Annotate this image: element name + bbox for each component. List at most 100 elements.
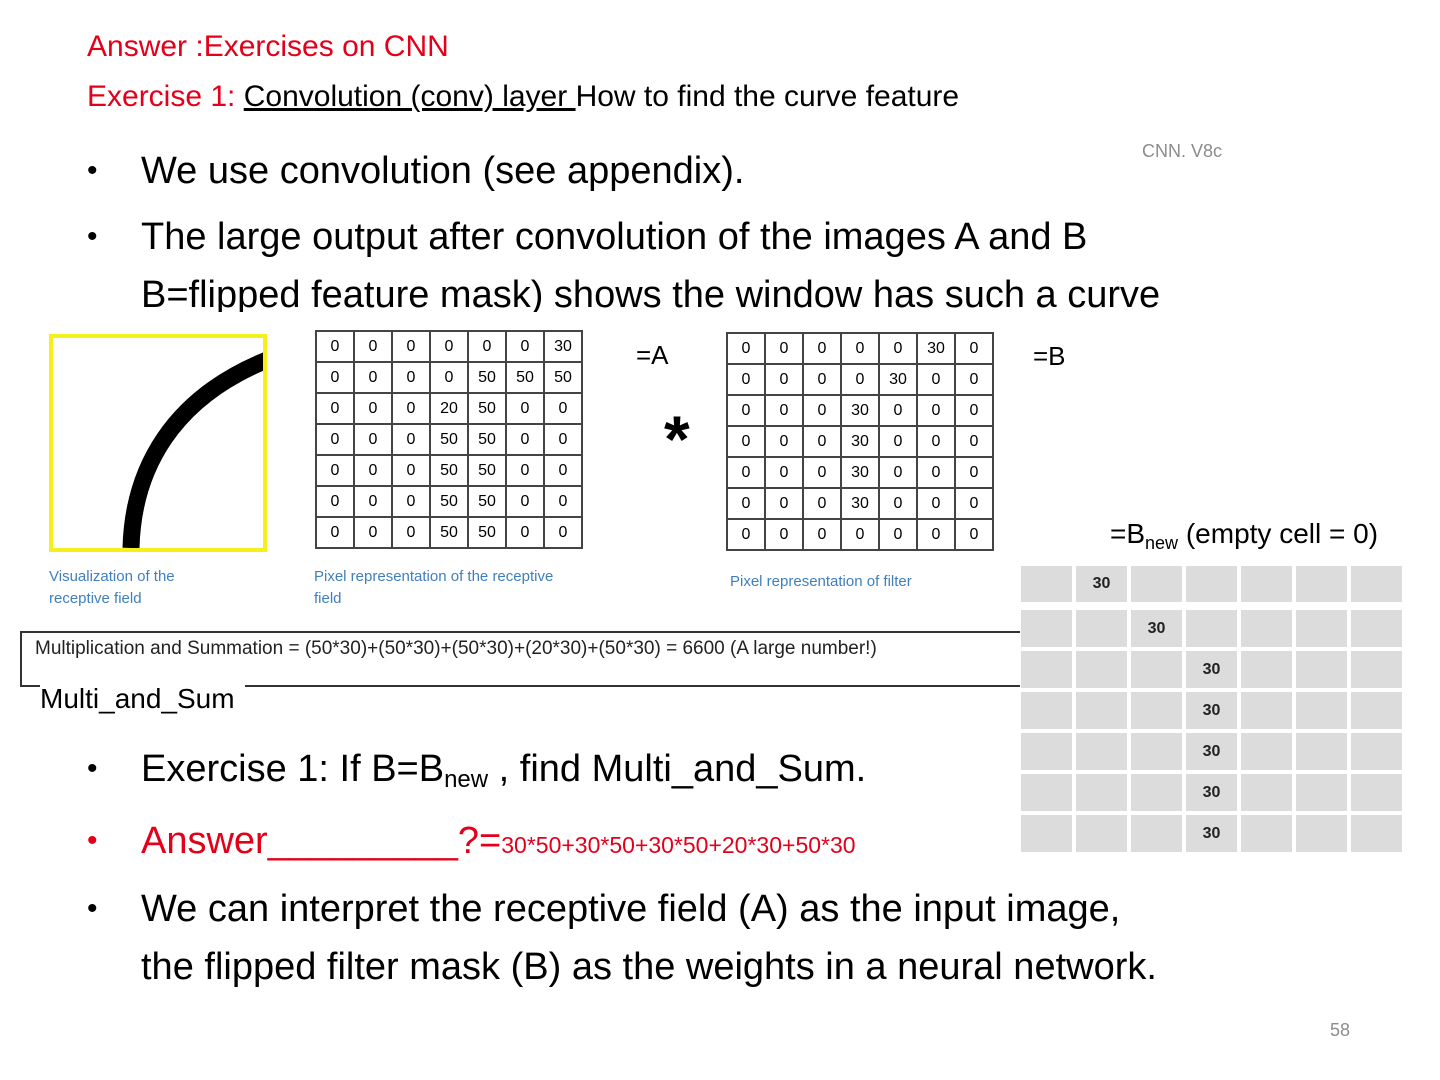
bnew-row: 30 bbox=[1020, 773, 1405, 814]
bnew-cell bbox=[1295, 565, 1350, 605]
matrix-cell: 50 bbox=[467, 454, 507, 487]
bnew-cell bbox=[1130, 691, 1185, 732]
matrix-cell: 50 bbox=[543, 361, 583, 394]
matrix-cell: 0 bbox=[954, 363, 994, 396]
interpret-bullet: • We can interpret the receptive field (… bbox=[87, 880, 1157, 996]
bullet-item-continuation: B=flipped feature mask) shows the window… bbox=[87, 266, 1347, 312]
bnew-cell bbox=[1240, 691, 1295, 732]
matrix-cell: 0 bbox=[391, 485, 431, 518]
matrix-cell: 0 bbox=[391, 361, 431, 394]
matrix-cell: 50 bbox=[505, 361, 545, 394]
matrix-cell: 0 bbox=[543, 485, 583, 518]
bnew-cell bbox=[1240, 814, 1295, 855]
matrix-cell: 50 bbox=[429, 485, 469, 518]
matrix-cell: 0 bbox=[726, 363, 766, 396]
bnew-gap bbox=[1020, 605, 1405, 609]
slide-title: Answer :Exercises on CNN bbox=[87, 30, 449, 63]
matrix-cell: 0 bbox=[353, 330, 393, 363]
matrix-cell: 50 bbox=[467, 423, 507, 456]
matrix-cell: 0 bbox=[726, 425, 766, 458]
matrix-cell: 0 bbox=[353, 516, 393, 549]
matrix-cell: 0 bbox=[764, 332, 804, 365]
matrix-cell: 50 bbox=[467, 392, 507, 425]
matrix-cell: 0 bbox=[916, 487, 956, 520]
bnew-cell bbox=[1130, 773, 1185, 814]
bnew-cell bbox=[1020, 609, 1075, 650]
matrix-cell: 0 bbox=[726, 487, 766, 520]
bnew-cell bbox=[1240, 650, 1295, 691]
interpret-text-2: the flipped filter mask (B) as the weigh… bbox=[141, 946, 1157, 988]
bnew-cell bbox=[1350, 691, 1405, 732]
version-label: CNN. V8c bbox=[1142, 141, 1223, 161]
matrix-cell: 0 bbox=[954, 518, 994, 551]
matrix-cell: 0 bbox=[802, 332, 842, 365]
bnew-cell bbox=[1020, 650, 1075, 691]
matrix-cell: 0 bbox=[764, 487, 804, 520]
matrix-cell: 0 bbox=[764, 363, 804, 396]
bnew-cell: 30 bbox=[1185, 650, 1240, 691]
subtitle-underlined: Convolution (conv) layer bbox=[243, 80, 576, 113]
matrix-cell: 0 bbox=[764, 456, 804, 489]
matrix-cell: 0 bbox=[764, 518, 804, 551]
matrix-cell: 30 bbox=[840, 394, 880, 427]
matrix-cell: 0 bbox=[954, 394, 994, 427]
matrix-cell: 0 bbox=[726, 456, 766, 489]
exercise-bullet: • Exercise 1: If B=Bnew , find Multi_and… bbox=[87, 740, 866, 809]
matrix-cell: 0 bbox=[353, 423, 393, 456]
matrix-cell: 0 bbox=[391, 330, 431, 363]
bnew-cell bbox=[1130, 565, 1185, 605]
matrix-cell: 0 bbox=[391, 516, 431, 549]
bnew-cell bbox=[1185, 565, 1240, 605]
bnew-cell bbox=[1240, 732, 1295, 773]
bnew-row: 30 bbox=[1020, 691, 1405, 732]
bnew-cell bbox=[1240, 609, 1295, 650]
matrix-cell: 0 bbox=[543, 454, 583, 487]
bnew-cell: 30 bbox=[1185, 773, 1240, 814]
bullet-dot: • bbox=[87, 824, 98, 857]
matrix-cell: 0 bbox=[878, 518, 918, 551]
matrix-cell: 0 bbox=[505, 516, 545, 549]
matrix-cell: 0 bbox=[726, 518, 766, 551]
matrix-cell: 0 bbox=[353, 361, 393, 394]
matrix-cell: 30 bbox=[543, 330, 583, 363]
multiplication-box bbox=[20, 631, 1022, 687]
matrix-cell: 0 bbox=[543, 423, 583, 456]
bullet-item: • We use convolution (see appendix). bbox=[87, 142, 1347, 200]
matrix-cell: 30 bbox=[840, 487, 880, 520]
matrix-cell: 50 bbox=[429, 454, 469, 487]
bnew-label: =Bnew (empty cell = 0) bbox=[1110, 518, 1379, 553]
bnew-row: 30 bbox=[1020, 732, 1405, 773]
bnew-cell bbox=[1350, 609, 1405, 650]
bnew-cell bbox=[1295, 650, 1350, 691]
matrix-cell: 0 bbox=[315, 330, 355, 363]
subtitle-prefix: Exercise 1: bbox=[87, 80, 244, 113]
bnew-cell bbox=[1020, 565, 1075, 605]
matrix-cell: 0 bbox=[878, 394, 918, 427]
matrix-cell: 0 bbox=[467, 330, 507, 363]
bnew-cell bbox=[1075, 691, 1130, 732]
matrix-cell: 0 bbox=[916, 456, 956, 489]
matrix-cell: 0 bbox=[429, 330, 469, 363]
matrix-cell: 0 bbox=[505, 392, 545, 425]
bullet-dot: • bbox=[87, 752, 98, 785]
bullet-text: B=flipped feature mask) shows the window… bbox=[141, 274, 1161, 312]
matrix-cell: 0 bbox=[353, 485, 393, 518]
matrix-cell: 0 bbox=[916, 394, 956, 427]
matrix-cell: 0 bbox=[315, 516, 355, 549]
bnew-cell bbox=[1295, 814, 1350, 855]
matrix-cell: 50 bbox=[467, 516, 507, 549]
bnew-cell bbox=[1130, 814, 1185, 855]
bnew-cell bbox=[1295, 732, 1350, 773]
matrix-cell: 0 bbox=[726, 332, 766, 365]
bnew-cell bbox=[1295, 773, 1350, 814]
matrix-cell: 0 bbox=[315, 361, 355, 394]
matrix-cell: 0 bbox=[505, 330, 545, 363]
convolution-operator: * bbox=[664, 402, 690, 476]
